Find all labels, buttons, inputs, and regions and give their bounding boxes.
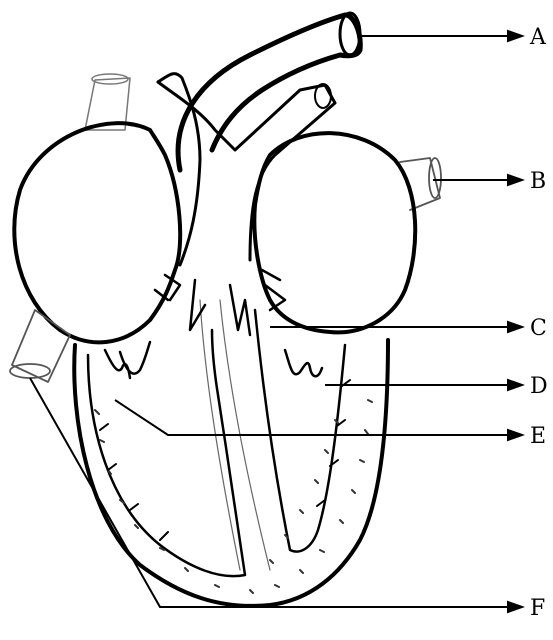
pulmonary-artery [158,82,335,260]
right-atrium [14,123,180,342]
left-ventricle-inner [255,310,345,552]
pulmonary-vein [400,158,440,210]
aorta [178,15,360,170]
label-d: D [530,376,548,398]
label-e: E [530,426,546,448]
tricuspid-valve [105,342,150,378]
label-a: A [530,27,546,49]
label-f: F [530,598,545,620]
label-b: B [530,171,546,193]
inferior-vena-cava [12,310,70,382]
right-ventricle-inner [88,330,245,576]
mitral-valve [285,350,322,376]
left-atrium [254,133,415,332]
label-c: C [530,318,547,340]
